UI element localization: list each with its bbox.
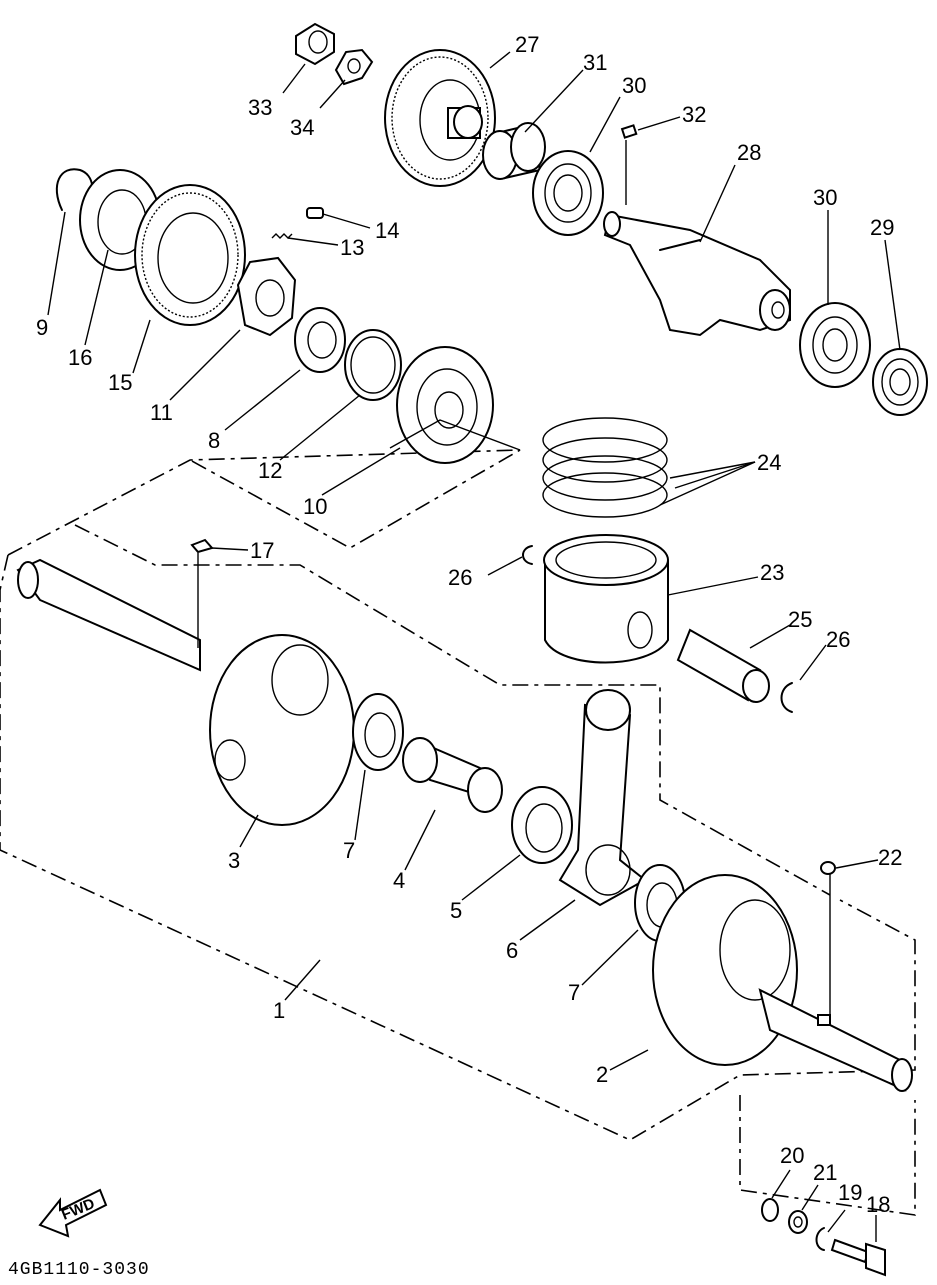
part-5-bearing bbox=[511, 786, 573, 864]
part-13-spring bbox=[271, 233, 293, 239]
part-29-oil-seal bbox=[872, 348, 928, 416]
part-34-lock-washer bbox=[334, 48, 374, 86]
callout-23: 23 bbox=[760, 560, 784, 585]
callout-30-upper: 30 bbox=[622, 73, 646, 98]
part-14-pin bbox=[306, 207, 324, 219]
callout-6: 6 bbox=[506, 938, 518, 963]
part-30-bearing-lower bbox=[799, 302, 871, 388]
callout-22: 22 bbox=[878, 845, 902, 870]
callout-2: 2 bbox=[596, 1062, 608, 1087]
callout-7-right: 7 bbox=[568, 980, 580, 1005]
part-28-starter-shaft bbox=[603, 211, 791, 337]
callout-27: 27 bbox=[515, 32, 539, 57]
part-30-bearing-upper bbox=[532, 150, 604, 236]
part-12-washer bbox=[344, 329, 402, 401]
callout-21: 21 bbox=[813, 1160, 837, 1185]
callout-18: 18 bbox=[866, 1192, 890, 1217]
callout-4: 4 bbox=[393, 868, 405, 893]
part-21-washer bbox=[788, 1210, 808, 1234]
callout-29: 29 bbox=[870, 215, 894, 240]
part-6-connecting-rod bbox=[558, 689, 647, 907]
callout-34: 34 bbox=[290, 115, 314, 140]
part-17-key bbox=[190, 538, 214, 554]
part-18-bolt bbox=[830, 1238, 886, 1277]
callout-31: 31 bbox=[583, 50, 607, 75]
callout-13: 13 bbox=[340, 235, 364, 260]
callout-16: 16 bbox=[68, 345, 92, 370]
callout-14: 14 bbox=[375, 218, 399, 243]
fwd-direction-arrow-icon: FWD bbox=[38, 1188, 108, 1238]
part-11-starter-clutch bbox=[236, 256, 297, 337]
part-8-collar bbox=[294, 307, 346, 373]
part-4-crank-pin bbox=[402, 737, 503, 813]
callout-24: 24 bbox=[757, 450, 781, 475]
callout-10: 10 bbox=[303, 494, 327, 519]
part-15-starter-wheel-gear bbox=[134, 184, 246, 326]
part-7-thrust-washer-left bbox=[352, 693, 404, 771]
callout-26-upper: 26 bbox=[448, 565, 472, 590]
part-32-key bbox=[620, 124, 638, 139]
part-3-crank-left bbox=[16, 558, 355, 826]
callout-5: 5 bbox=[450, 898, 462, 923]
callout-26-lower: 26 bbox=[826, 627, 850, 652]
part-26-clip-upper bbox=[522, 545, 533, 565]
part-20-washer bbox=[761, 1198, 779, 1222]
catalog-code: 4GB1110-3030 bbox=[8, 1260, 150, 1280]
callout-8: 8 bbox=[208, 428, 220, 453]
callout-1: 1 bbox=[273, 998, 285, 1023]
callout-17: 17 bbox=[250, 538, 274, 563]
part-23-piston bbox=[543, 534, 669, 664]
callout-3: 3 bbox=[228, 848, 240, 873]
callout-28: 28 bbox=[737, 140, 761, 165]
part-10-bearing bbox=[396, 346, 494, 464]
callout-30-lower: 30 bbox=[813, 185, 837, 210]
part-19-lock-washer bbox=[815, 1227, 825, 1251]
part-26-clip-lower bbox=[780, 682, 793, 713]
callout-labels: 33 34 27 31 30 32 28 30 29 14 13 9 16 15… bbox=[36, 32, 902, 1217]
callout-15: 15 bbox=[108, 370, 132, 395]
part-33-nut bbox=[295, 22, 335, 66]
callout-11: 11 bbox=[150, 400, 173, 425]
callout-20: 20 bbox=[780, 1143, 804, 1168]
callout-19: 19 bbox=[838, 1180, 862, 1205]
callout-25: 25 bbox=[788, 607, 812, 632]
part-25-piston-pin bbox=[676, 628, 770, 703]
leader-lines bbox=[47, 51, 901, 1242]
callout-7-left: 7 bbox=[343, 838, 355, 863]
part-2-crank-right bbox=[652, 874, 913, 1092]
callout-32: 32 bbox=[682, 102, 706, 127]
part-24-piston-rings bbox=[542, 417, 668, 518]
callout-33: 33 bbox=[248, 95, 272, 120]
part-22-key bbox=[820, 861, 836, 875]
callout-9: 9 bbox=[36, 315, 48, 340]
callout-12: 12 bbox=[258, 458, 282, 483]
part-27-primary-gear bbox=[384, 49, 496, 187]
